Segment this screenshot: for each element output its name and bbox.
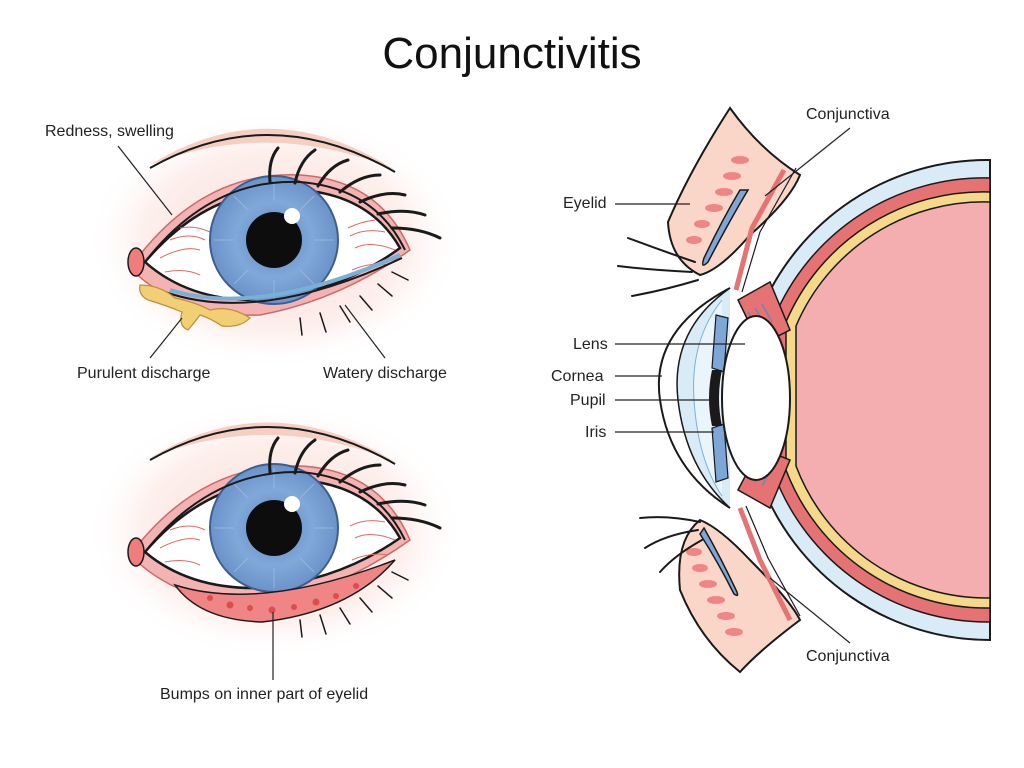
- leader-conjunctiva-top: [764, 127, 851, 197]
- label-bumps-eyelid: Bumps on inner part of eyelid: [160, 686, 368, 703]
- pupil-bottom: [246, 500, 302, 556]
- label-lens: Lens: [573, 336, 608, 353]
- bottom-eye-illustration: [85, 400, 465, 660]
- label-redness-swelling: Redness, swelling: [45, 123, 174, 140]
- lens-shape: [721, 315, 791, 481]
- leader-purulent: [149, 317, 183, 359]
- label-purulent-discharge: Purulent discharge: [77, 365, 211, 382]
- eye-cross-section: [617, 106, 991, 674]
- label-watery-discharge: Watery discharge: [323, 365, 447, 382]
- top-eye-illustration: [85, 110, 465, 370]
- leader-watery: [344, 304, 386, 359]
- purulent-discharge-blob: [139, 284, 251, 331]
- page-title: Conjunctivitis: [382, 29, 641, 78]
- label-cornea: Cornea: [551, 368, 604, 385]
- leader-redness: [117, 145, 173, 216]
- label-eyelid: Eyelid: [563, 195, 607, 212]
- pupil-top: [246, 212, 302, 268]
- label-conjunctiva-bottom: Conjunctiva: [806, 648, 890, 665]
- label-iris: Iris: [585, 424, 606, 441]
- label-pupil: Pupil: [570, 392, 606, 409]
- label-conjunctiva-top: Conjunctiva: [806, 106, 890, 123]
- leader-conjunctiva-bottom: [769, 577, 851, 644]
